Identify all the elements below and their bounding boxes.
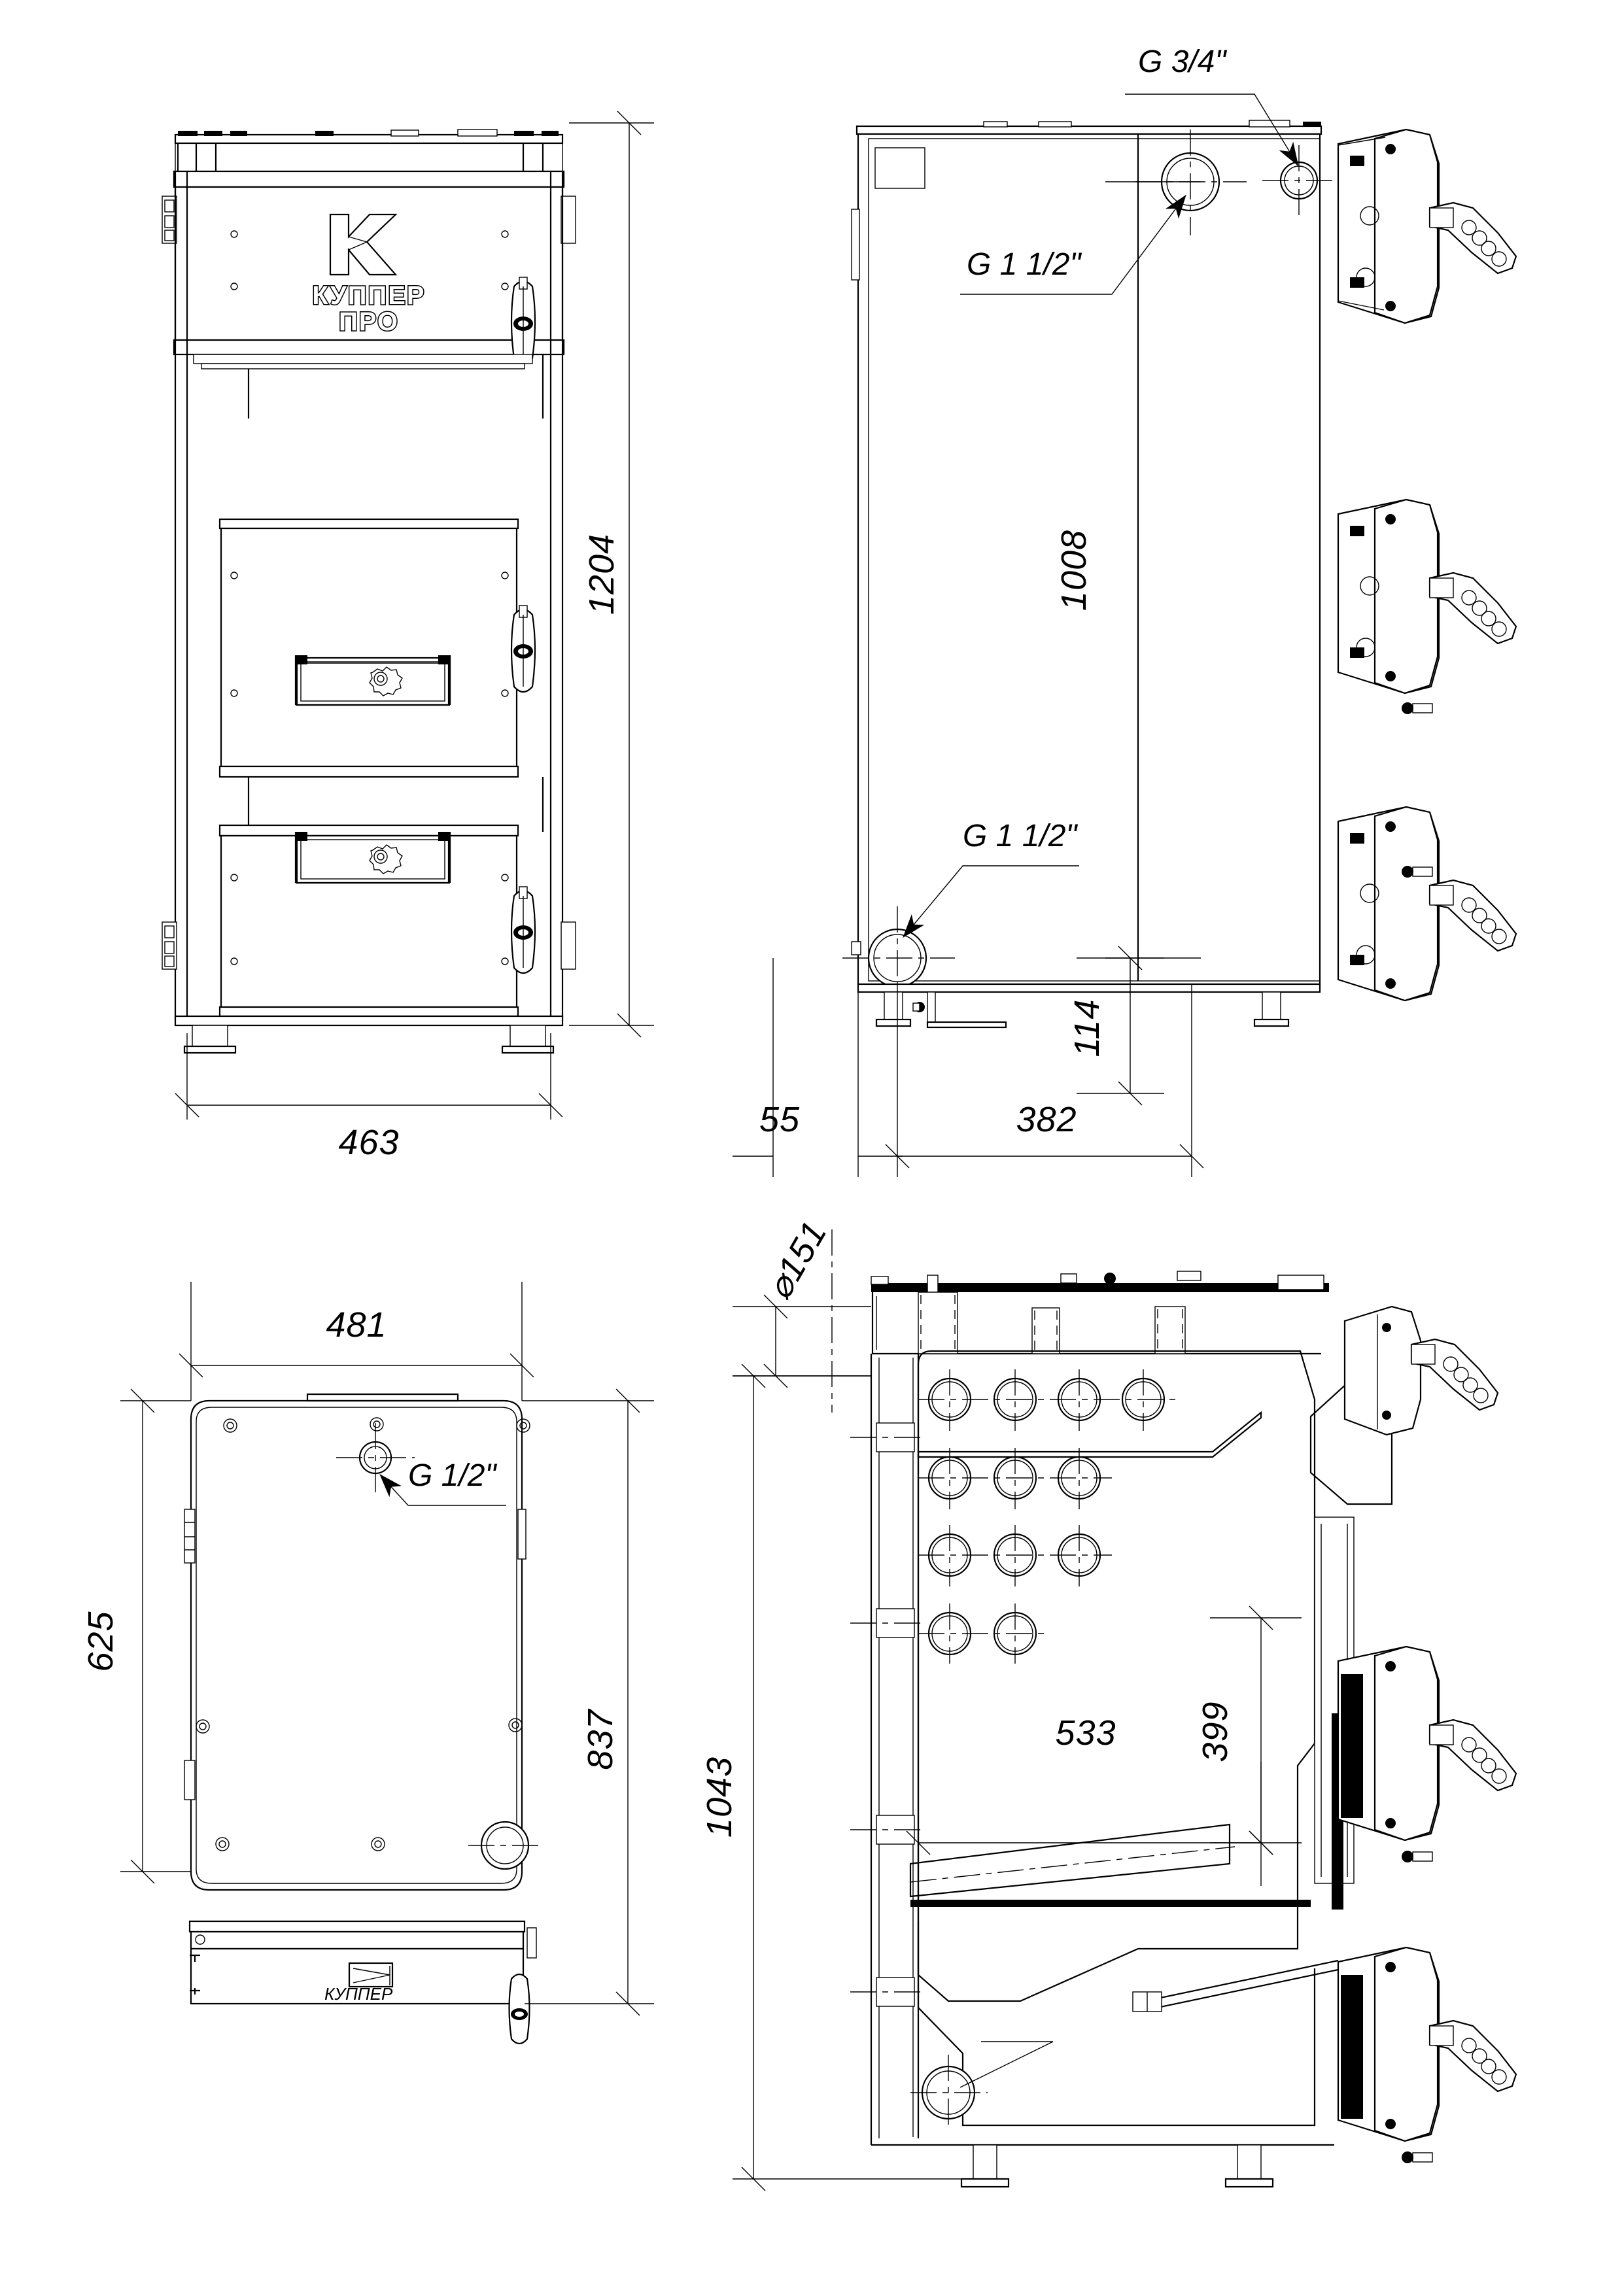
leader-g12: G 1/2" — [379, 1458, 506, 1506]
firebox-hatch[interactable] — [294, 655, 451, 706]
longitudinal-section-view: ⌀151 1043 533 399 — [700, 1214, 1517, 2191]
section-door-assembly-upper[interactable] — [1343, 1305, 1499, 1436]
side-dimension-382: 382 — [885, 984, 1204, 1177]
section-dimension-533: 533 — [906, 1713, 1273, 1886]
firebox-door-handle[interactable] — [510, 605, 536, 693]
dim-section-inner-width: 533 — [1055, 1713, 1116, 1753]
ash-hatch[interactable] — [294, 832, 451, 884]
front-ash-door[interactable] — [162, 824, 576, 1018]
ash-hatch-knob[interactable] — [369, 844, 403, 874]
section-door-assembly-lower[interactable] — [1337, 1946, 1517, 2163]
door-grip-top[interactable] — [1428, 201, 1517, 275]
side-door-assembly-mid[interactable] — [1337, 498, 1517, 714]
front-dimension-height-1204: 1204 — [569, 111, 654, 1038]
section-dimension-399: 399 — [1196, 1605, 1302, 1855]
top-dimension-481: 481 — [179, 1282, 534, 1401]
dim-side-offset: 55 — [759, 1100, 800, 1139]
section-door-grip-lower[interactable] — [1428, 2019, 1517, 2093]
section-door-grip-mid[interactable] — [1428, 1719, 1517, 1792]
top-dimension-625: 625 — [81, 1388, 191, 1884]
front-dimension-width-463: 463 — [175, 1033, 563, 1162]
front-elevation-view: КУППЕР ПРО — [162, 111, 654, 1162]
dim-top-width: 481 — [326, 1305, 387, 1345]
label-g34: G 3/4" — [1138, 44, 1227, 79]
nameplate-badge: КУППЕР — [324, 1962, 394, 2004]
upper-door-handle[interactable] — [510, 277, 536, 365]
dim-top-inner-depth: 625 — [81, 1611, 120, 1671]
section-dimension-1043: 1043 — [700, 1363, 968, 2191]
side-dimension-114: 114 — [1067, 946, 1164, 1106]
dim-top-total-depth: 837 — [581, 1708, 620, 1770]
door-grip-bottom[interactable] — [1428, 879, 1517, 952]
section-door-assembly-mid[interactable] — [1337, 1645, 1517, 1862]
nameplate-text: КУППЕР — [324, 1984, 393, 2004]
dim-front-width: 463 — [338, 1123, 399, 1162]
hinge-upper-right — [561, 196, 576, 244]
label-g112-upper: G 1 1/2" — [967, 247, 1082, 282]
label-g112-lower: G 1 1/2" — [963, 819, 1078, 853]
hatch-knob[interactable] — [369, 666, 403, 696]
side-door-assembly-bottom[interactable] — [1337, 806, 1517, 1002]
side-dimension-55: 55 — [733, 958, 903, 1177]
side-door-assembly-top[interactable] — [1337, 128, 1517, 324]
hinge-upper-left — [162, 196, 177, 244]
leader-g112-lower: G 1 1/2" — [903, 819, 1079, 938]
front-base-feet — [174, 1015, 564, 1054]
port-g34 — [1262, 145, 1336, 216]
front-upper-door[interactable]: КУППЕР ПРО — [162, 170, 576, 365]
front-body-outline — [174, 171, 564, 1020]
brand-k-mark — [329, 213, 398, 276]
dim-section-depth: 399 — [1196, 1701, 1235, 1762]
dim-front-height: 1204 — [582, 534, 621, 615]
front-top-plate — [174, 129, 564, 172]
hinge-lower-left — [162, 921, 177, 970]
brand-name-line1: КУППЕР — [312, 281, 425, 310]
leader-g34: G 3/4" — [1125, 44, 1299, 167]
port-g112-lower — [842, 906, 955, 1011]
door-grip-mid[interactable] — [1428, 572, 1517, 645]
top-plan-sill: КУППЕР — [188, 1920, 537, 2045]
dim-side-base: 114 — [1067, 999, 1107, 1057]
section-door-grip-upper[interactable] — [1410, 1338, 1499, 1411]
brand-name-line2: ПРО — [339, 307, 399, 336]
front-firebox-door[interactable] — [218, 518, 536, 778]
top-plan-rear-port — [468, 1821, 542, 1870]
dim-side-width: 382 — [1016, 1100, 1077, 1139]
top-dimension-837: 837 — [522, 1388, 654, 2016]
dim-section-height: 1043 — [700, 1756, 739, 1838]
front-mid-frame — [193, 354, 544, 419]
ash-door-handle[interactable] — [510, 886, 536, 974]
label-g12: G 1/2" — [408, 1458, 497, 1493]
port-g12-plan — [336, 1423, 415, 1492]
side-elevation-view: G 3/4" G 1 1/2" G 1 1/2" 1008 114 — [733, 44, 1517, 1177]
top-plan-view: G 1/2" КУППЕР — [81, 1282, 654, 2045]
side-dimension-1008: 1008 — [1054, 181, 1201, 959]
leader-g112-upper: G 1 1/2" — [960, 194, 1186, 295]
dim-side-height: 1008 — [1054, 530, 1094, 611]
